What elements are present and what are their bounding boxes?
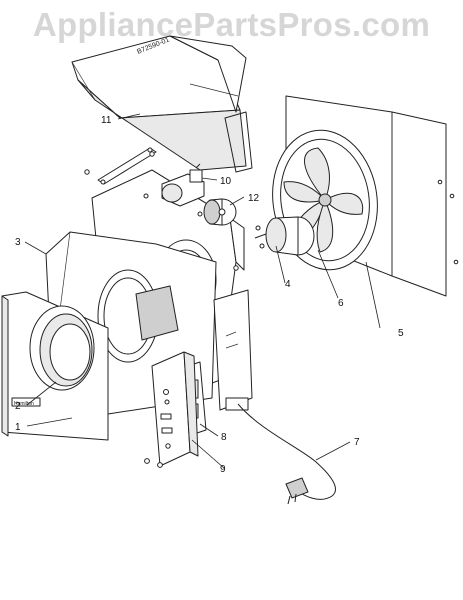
- mounting-strap: [84, 147, 157, 185]
- callout-10: 10: [220, 176, 232, 187]
- part-11-duct: B72590-01: [71, 35, 253, 173]
- grille-badge: Hamilton: [14, 401, 34, 407]
- callout-7: 7: [354, 437, 360, 448]
- callout-4: 4: [285, 279, 291, 290]
- callout-2: 2: [15, 401, 21, 412]
- watermark: AppliancePartsPros.com: [32, 6, 431, 43]
- callout-3: 3: [15, 237, 21, 248]
- switch-mount-bracket: [213, 289, 253, 411]
- callout-9: 9: [220, 464, 226, 475]
- part-9-control-panel: [144, 351, 199, 468]
- part-7-power-cord: [237, 403, 336, 505]
- callout-8: 8: [221, 432, 227, 443]
- part-12-small-motor: [203, 198, 237, 226]
- part-4-motor: [254, 216, 315, 256]
- leader-lines: [24, 113, 381, 469]
- callout-1: 1: [15, 422, 21, 433]
- callout-5: 5: [398, 328, 404, 339]
- part-1-grille: Hamilton: [1, 291, 109, 441]
- part-10-capacitor: [161, 163, 205, 207]
- callout-6: 6: [338, 298, 344, 309]
- callout-12: 12: [248, 193, 260, 204]
- callout-11: 11: [101, 115, 112, 126]
- part-callouts: 1 2 3 4 5 6 7 8 9 10 11 12: [15, 115, 404, 475]
